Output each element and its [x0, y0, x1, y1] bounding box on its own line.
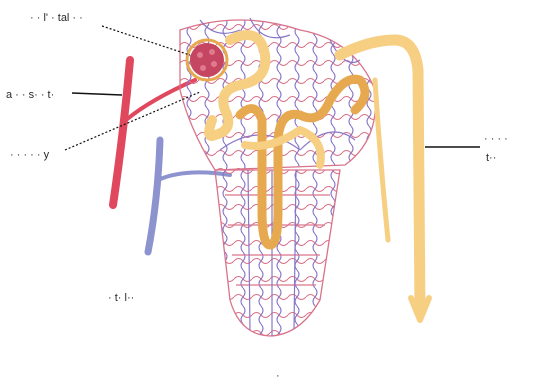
label-top-left: · · l' · tal · · [30, 12, 83, 24]
label-right-line2: t·· [486, 152, 496, 164]
label-bottom-left: · t· l·· [108, 292, 134, 304]
label-left-lower: · · · · · y [10, 149, 49, 161]
label-bottom-center: · [276, 370, 280, 382]
label-right-line1: · · · · [484, 133, 508, 145]
glomerulus [187, 40, 227, 80]
label-left-upper: a · · s· · t· [6, 89, 54, 101]
